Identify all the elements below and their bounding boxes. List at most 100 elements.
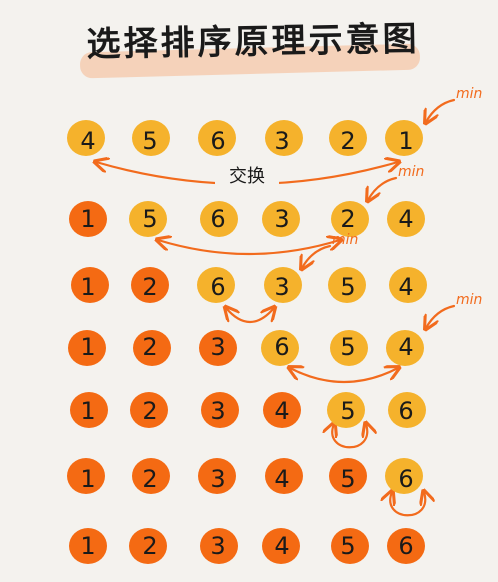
node-circle xyxy=(201,392,239,428)
number-node: 3 xyxy=(200,528,238,564)
node-circle xyxy=(129,201,167,237)
number-node: 3 xyxy=(201,392,239,428)
node-circle xyxy=(329,458,367,494)
min-pointer-arrow xyxy=(302,244,332,268)
number-node: 2 xyxy=(133,330,171,366)
min-label: min xyxy=(456,292,482,308)
node-value: 2 xyxy=(142,532,157,560)
number-node: 1 xyxy=(67,458,105,494)
number-node: 6 xyxy=(197,267,235,303)
number-node: 4 xyxy=(263,392,301,428)
node-value: 6 xyxy=(274,333,289,361)
number-node: 4 xyxy=(67,120,105,156)
node-circle xyxy=(129,528,167,564)
node-value: 5 xyxy=(340,532,355,560)
node-value: 1 xyxy=(398,127,413,155)
node-circle xyxy=(385,120,423,156)
node-value: 6 xyxy=(398,397,413,425)
number-node: 1 xyxy=(70,392,108,428)
number-node: 5 xyxy=(132,120,170,156)
node-circle xyxy=(262,201,300,237)
node-circle xyxy=(263,392,301,428)
number-node: 3 xyxy=(265,120,303,156)
node-circle xyxy=(70,392,108,428)
node-value: 1 xyxy=(80,205,95,233)
node-circle xyxy=(199,330,237,366)
number-node: 2 xyxy=(132,458,170,494)
node-circle xyxy=(261,330,299,366)
number-node: 6 xyxy=(261,330,299,366)
node-value: 4 xyxy=(80,127,95,155)
number-node: 4 xyxy=(389,267,427,303)
node-value: 2 xyxy=(340,205,355,233)
node-value: 5 xyxy=(142,127,157,155)
swap-arrow xyxy=(290,368,398,383)
node-circle xyxy=(69,528,107,564)
node-circle xyxy=(68,330,106,366)
node-circle xyxy=(386,330,424,366)
number-node: 3 xyxy=(198,458,236,494)
node-value: 1 xyxy=(80,532,95,560)
node-value: 5 xyxy=(142,205,157,233)
node-circle xyxy=(331,201,369,237)
swap-label: 交换 xyxy=(229,166,265,187)
node-value: 3 xyxy=(210,465,225,493)
node-circle xyxy=(385,458,423,494)
node-value: 4 xyxy=(274,532,289,560)
node-value: 1 xyxy=(80,333,95,361)
node-circle xyxy=(387,201,425,237)
number-node: 5 xyxy=(129,201,167,237)
number-node: 3 xyxy=(262,201,300,237)
min-pointer-arrow xyxy=(426,304,456,328)
number-node: 1 xyxy=(69,528,107,564)
node-circle xyxy=(132,458,170,494)
node-value: 1 xyxy=(80,273,95,301)
node-circle xyxy=(388,392,426,428)
node-circle xyxy=(265,120,303,156)
swap-arrow xyxy=(158,240,340,256)
node-circle xyxy=(387,528,425,564)
swap-label-pad xyxy=(215,164,279,188)
node-value: 3 xyxy=(210,333,225,361)
node-value: 5 xyxy=(340,465,355,493)
node-circle xyxy=(265,458,303,494)
min-label: min xyxy=(456,86,482,102)
node-value: 3 xyxy=(210,397,225,425)
number-node: 4 xyxy=(387,201,425,237)
number-node: 5 xyxy=(329,458,367,494)
node-circle xyxy=(198,120,236,156)
swap-arrow xyxy=(226,308,274,323)
node-value: 4 xyxy=(398,273,413,301)
node-value: 3 xyxy=(274,273,289,301)
number-node: 6 xyxy=(387,528,425,564)
swap-self-arrow xyxy=(332,424,367,449)
min-pointer-arrow xyxy=(426,98,456,122)
node-circle xyxy=(262,528,300,564)
node-value: 2 xyxy=(142,465,157,493)
number-node: 6 xyxy=(388,392,426,428)
number-node: 1 xyxy=(69,201,107,237)
node-value: 1 xyxy=(80,397,95,425)
node-value: 4 xyxy=(398,205,413,233)
node-circle xyxy=(69,201,107,237)
number-node: 1 xyxy=(71,267,109,303)
number-node: 5 xyxy=(330,330,368,366)
node-circle xyxy=(131,267,169,303)
min-label: min xyxy=(332,232,358,248)
node-circle xyxy=(71,267,109,303)
node-value: 5 xyxy=(340,333,355,361)
node-value: 6 xyxy=(210,205,225,233)
node-circle xyxy=(200,201,238,237)
number-node: 2 xyxy=(130,392,168,428)
node-value: 3 xyxy=(274,205,289,233)
node-value: 4 xyxy=(398,333,413,361)
number-node: 2 xyxy=(129,528,167,564)
number-node: 6 xyxy=(200,201,238,237)
node-circle xyxy=(264,267,302,303)
min-pointer-arrow xyxy=(368,176,398,200)
node-value: 3 xyxy=(274,127,289,155)
number-node: 3 xyxy=(199,330,237,366)
number-node: 1 xyxy=(68,330,106,366)
node-circle xyxy=(133,330,171,366)
